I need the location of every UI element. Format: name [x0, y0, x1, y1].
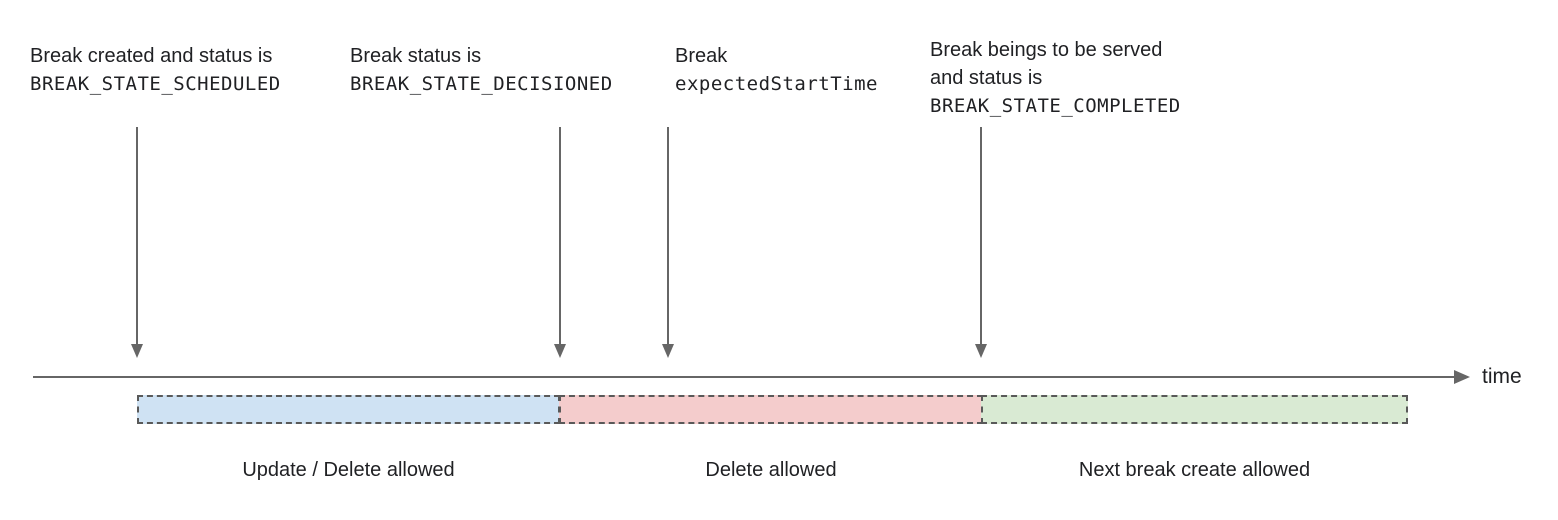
- arrow-shaft: [136, 127, 138, 344]
- segment-update-delete-allowed: [137, 395, 560, 424]
- arrow-shaft: [559, 127, 561, 344]
- segment-label-next-break-create: Next break create allowed: [1078, 459, 1311, 481]
- annotation-completed-text: Break beings to be served: [930, 39, 1163, 61]
- annotation-decisioned-code: BREAK_STATE_DECISIONED: [350, 73, 613, 95]
- annotation-completed-code: BREAK_STATE_COMPLETED: [930, 95, 1181, 117]
- time-axis-label: time: [1482, 365, 1522, 388]
- segment-label-delete: Delete allowed: [705, 459, 837, 481]
- annotation-decisioned-text: Break status is: [350, 45, 482, 67]
- segment-label-update-delete: Update / Delete allowed: [242, 459, 455, 481]
- segment-delete-allowed: [559, 395, 983, 424]
- segment-next-break-create-allowed: [981, 395, 1408, 424]
- annotation-expected-start-text: Break: [675, 45, 728, 67]
- arrow-shaft: [667, 127, 669, 344]
- annotation-completed: Break beings to be served and status is …: [930, 36, 1181, 120]
- annotation-expected-start: Break expectedStartTime: [675, 42, 878, 98]
- annotation-scheduled: Break created and status is BREAK_STATE_…: [30, 42, 281, 98]
- annotation-decisioned: Break status is BREAK_STATE_DECISIONED: [350, 42, 613, 98]
- down-arrowhead-icon: [975, 344, 987, 358]
- annotation-scheduled-code: BREAK_STATE_SCHEDULED: [30, 73, 281, 95]
- arrow-shaft: [980, 127, 982, 344]
- down-arrowhead-icon: [662, 344, 674, 358]
- down-arrowhead-icon: [554, 344, 566, 358]
- timeline-axis: [33, 376, 1456, 378]
- annotation-expected-start-code: expectedStartTime: [675, 73, 878, 95]
- annotation-completed-text2: and status is: [930, 67, 1043, 89]
- right-arrowhead-icon: [1454, 370, 1470, 384]
- annotation-scheduled-text: Break created and status is: [30, 45, 273, 67]
- down-arrowhead-icon: [131, 344, 143, 358]
